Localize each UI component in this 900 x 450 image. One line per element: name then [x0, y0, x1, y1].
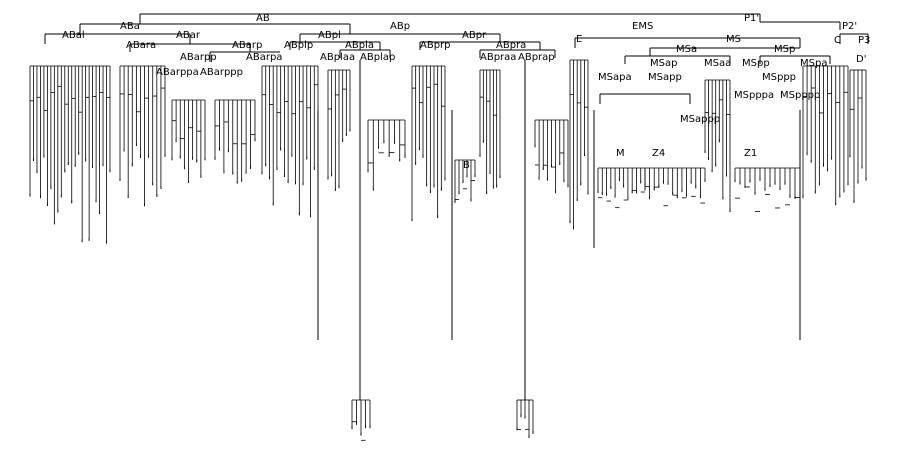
label-msap: MSap [650, 58, 677, 69]
abarp-branch [209, 51, 280, 62]
label-b: B [463, 160, 470, 171]
label-mspppp: MSpppp [780, 90, 820, 101]
label-abarppp: ABarppp [200, 67, 243, 78]
tree-branches [44, 13, 869, 400]
label-abpra: ABpra [496, 40, 526, 51]
label-msp: MSp [774, 44, 795, 55]
abpl-branch [289, 41, 381, 50]
ms-branch [649, 47, 800, 56]
label-c: C [834, 35, 841, 46]
label-d: D' [856, 54, 866, 65]
label-abara: ABara [126, 40, 156, 51]
label-msapp: MSapp [648, 72, 682, 83]
label-abplp: ABplp [284, 40, 313, 51]
label-msappp: MSappp [680, 114, 720, 125]
msp-branch [759, 55, 831, 64]
abar-branch [129, 43, 251, 52]
label-abar: ABar [176, 30, 201, 41]
msap-branch [599, 93, 691, 104]
subtree-fans [29, 59, 867, 441]
label-abprap: ABprap [518, 52, 555, 63]
label-msapa: MSapa [598, 72, 632, 83]
label-z1: Z1 [744, 148, 757, 159]
abpra-branch [479, 49, 556, 58]
root-branch [139, 13, 761, 24]
aba-branch [44, 33, 191, 44]
label-abplaa: ABplaa [320, 52, 355, 63]
long-drops [359, 60, 526, 400]
label-abpla: ABpla [345, 40, 374, 51]
label-p3: P3 [858, 35, 870, 46]
label-ems: EMS [632, 21, 653, 32]
label-abplap: ABplap [360, 52, 395, 63]
label-abarpp: ABarpp [180, 52, 217, 63]
label-ms: MS [726, 34, 741, 45]
label-abarp: ABarp [232, 40, 262, 51]
label-z4: Z4 [652, 148, 665, 159]
p1-branch [760, 21, 841, 30]
label-p1: P1' [744, 13, 759, 24]
medium-drops [317, 110, 801, 340]
abpla-branch [339, 49, 391, 58]
label-mspppa: MSpppa [734, 90, 774, 101]
abpr-branch [419, 41, 541, 50]
label-abpr: ABpr [462, 30, 487, 41]
label-m: M [616, 148, 625, 159]
label-abp: ABp [390, 21, 410, 32]
ems-branch [574, 37, 801, 48]
label-msppp: MSppp [762, 72, 796, 83]
msa-branch [624, 55, 731, 64]
label-abpl: ABpl [318, 30, 341, 41]
label-abarpa: ABarpa [246, 52, 282, 63]
label-abarppa: ABarppa [156, 67, 199, 78]
label-msa: MSa [676, 44, 697, 55]
label-abpraa: ABpraa [480, 52, 516, 63]
label-msaa: MSaa [704, 58, 731, 69]
label-p2: P2' [842, 21, 857, 32]
label-abal: ABal [62, 30, 85, 41]
label-e: E [576, 34, 582, 45]
label-mspp: MSpp [742, 58, 770, 69]
label-abprp: ABprp [420, 40, 451, 51]
ab-branch [79, 23, 351, 34]
abp-branch [299, 33, 501, 42]
cell-labels: AB P1' P2' ABa ABp ABal ABar ABara ABarp… [62, 13, 870, 171]
label-ab: AB [256, 13, 270, 24]
label-mspa: MSpa [800, 58, 827, 69]
label-aba: ABa [120, 21, 140, 32]
p2-branch [839, 33, 869, 44]
